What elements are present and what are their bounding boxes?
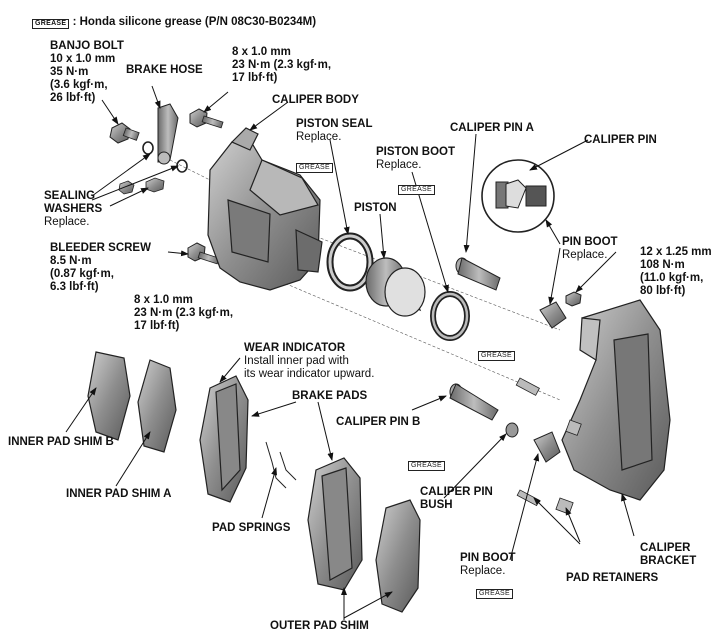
label-banjo-bolt: BANJO BOLT 10 x 1.0 mm 35 N·m (3.6 kgf·m…	[50, 40, 124, 105]
piston-seal-title: PISTON SEAL	[296, 118, 373, 130]
piston-boot-note: Replace.	[376, 159, 422, 171]
banjo-bolt-l3: (3.6 kgf·m,	[50, 79, 108, 91]
caliper-pin-a-part	[455, 257, 501, 291]
pin-boot-bottom-title: PIN BOOT	[460, 552, 516, 564]
bracket-bolt-l4: 80 lbf·ft)	[640, 285, 686, 297]
piston	[365, 257, 426, 317]
label-inner-pad-shim-b: INNER PAD SHIM B	[8, 436, 114, 448]
piston-seal	[326, 232, 374, 292]
caliper-pin-bush-l2: BUSH	[420, 499, 453, 511]
label-caliper-pin-b: CALIPER PIN B	[336, 416, 421, 428]
label-pin-boot-bottom: PIN BOOT Replace.	[460, 552, 516, 578]
bracket-bolt-l2: 108 N·m	[640, 259, 685, 271]
sealing-washers-l1: SEALING	[44, 190, 96, 202]
outer-brake-pad	[307, 457, 363, 591]
label-bracket-bolt-spec: 12 x 1.25 mm 108 N·m (11.0 kgf·m, 80 lbf…	[640, 246, 712, 298]
banjo-bolt-l1: 10 x 1.0 mm	[50, 53, 116, 65]
label-sealing-washers: SEALING WASHERS Replace.	[44, 190, 102, 229]
label-pad-retainers: PAD RETAINERS	[566, 572, 659, 584]
banjo-bolt-title: BANJO BOLT	[50, 40, 124, 52]
caliper-bracket-l2: BRACKET	[640, 555, 697, 567]
label-pin-boot-top: PIN BOOT Replace.	[562, 236, 618, 262]
bracket-bolt	[565, 291, 582, 307]
pad-springs-part	[265, 441, 297, 489]
grease-tag-piston-seal: GREASE	[296, 156, 333, 174]
banjo-bolt-l2: 35 N·m	[50, 66, 89, 78]
grease-tag-piston-boot: GREASE	[398, 178, 435, 196]
label-piston-boot: PISTON BOOT Replace.	[376, 146, 455, 172]
grease-tag-pin-b: GREASE	[408, 454, 445, 472]
caliper-bracket	[561, 299, 671, 501]
inner-brake-pad	[199, 375, 249, 503]
pin-boot-upper	[539, 301, 567, 329]
bracket-bolt-l3: (11.0 kgf·m,	[640, 272, 704, 284]
label-pad-springs: PAD SPRINGS	[212, 522, 291, 534]
bleeder-screw-l1: 8.5 N·m	[50, 255, 92, 267]
caliper-bolt-upper	[189, 108, 224, 129]
grease-icon: GREASE	[296, 163, 333, 173]
pin-boot-top-note: Replace.	[562, 249, 608, 261]
label-piston: PISTON	[354, 202, 397, 214]
piston-boot	[430, 291, 470, 341]
label-outer-pad-shim: OUTER PAD SHIM	[270, 620, 369, 632]
banjo-bolt-l4: 26 lbf·ft)	[50, 92, 96, 104]
caliper-pin-bush-l1: CALIPER PIN	[420, 486, 493, 498]
caliper-bracket-l1: CALIPER	[640, 542, 691, 554]
lower-bolt-l1: 8 x 1.0 mm	[134, 294, 193, 306]
lower-bolt-l3: 17 lbf·ft)	[134, 320, 180, 332]
pin-boot-top-title: PIN BOOT	[562, 236, 618, 248]
grease-icon: GREASE	[476, 589, 513, 599]
label-wear-indicator: WEAR INDICATOR Install inner pad with it…	[244, 342, 374, 381]
grease-icon: GREASE	[478, 351, 515, 361]
pin-boot-lower	[533, 431, 561, 463]
caliper-pin-bush-part	[505, 422, 519, 438]
top-bolt-l2: 23 N·m (2.3 kgf·m,	[232, 59, 332, 71]
bleeder-screw-l2: (0.87 kgf·m,	[50, 268, 114, 280]
top-bolt-l3: 17 lbf·ft)	[232, 72, 278, 84]
piston-boot-title: PISTON BOOT	[376, 146, 456, 158]
grease-legend: GREASE : Honda silicone grease (P/N 08C3…	[32, 16, 316, 29]
sealing-washers-note: Replace.	[44, 216, 90, 228]
caliper-pin-detail	[481, 159, 555, 233]
inner-pad-shim-b-part	[87, 351, 131, 441]
piston-seal-note: Replace.	[296, 131, 342, 143]
label-bleeder-screw: BLEEDER SCREW 8.5 N·m (0.87 kgf·m, 6.3 l…	[50, 242, 151, 294]
brake-hose	[157, 103, 179, 165]
label-inner-pad-shim-a: INNER PAD SHIM A	[66, 488, 172, 500]
label-top-bolt-spec: 8 x 1.0 mm 23 N·m (2.3 kgf·m, 17 lbf·ft)	[232, 46, 331, 85]
wear-indicator-l2: its wear indicator upward.	[244, 368, 375, 380]
bracket-bolt-l1: 12 x 1.25 mm	[640, 246, 712, 258]
label-lower-bolt-spec: 8 x 1.0 mm 23 N·m (2.3 kgf·m, 17 lbf·ft)	[134, 294, 233, 333]
inner-pad-shim-a-part	[137, 359, 177, 453]
label-caliper-pin: CALIPER PIN	[584, 134, 657, 146]
bleeder-parts	[118, 177, 165, 195]
caliper-body	[207, 127, 323, 291]
banjo-bolt	[109, 122, 140, 144]
label-piston-seal: PISTON SEAL Replace.	[296, 118, 372, 144]
grease-tag-pin-a: GREASE	[478, 344, 515, 362]
wear-indicator-l1: Install inner pad with	[244, 355, 349, 367]
grease-tag-icon: GREASE	[32, 19, 70, 29]
pin-boot-bottom-note: Replace.	[460, 565, 506, 577]
caliper-pin-b-part	[449, 383, 499, 421]
grease-tag-pin-boot-bottom: GREASE	[476, 582, 513, 600]
top-bolt-l1: 8 x 1.0 mm	[232, 46, 291, 58]
label-caliper-pin-bush: CALIPER PIN BUSH	[420, 486, 493, 512]
grease-legend-text: : Honda silicone grease (P/N 08C30-B0234…	[72, 16, 317, 28]
bleeder-screw-l3: 6.3 lbf·ft)	[50, 281, 99, 293]
sealing-washers-l2: WASHERS	[44, 203, 103, 215]
grease-icon: GREASE	[408, 461, 445, 471]
grease-icon: GREASE	[398, 185, 435, 195]
outer-pad-shim-part	[375, 499, 421, 613]
lower-bolt-l2: 23 N·m (2.3 kgf·m,	[134, 307, 234, 319]
bleeder-screw-title: BLEEDER SCREW	[50, 242, 151, 254]
label-caliper-pin-a: CALIPER PIN A	[450, 122, 534, 134]
wear-indicator-title: WEAR INDICATOR	[244, 342, 346, 354]
label-brake-pads: BRAKE PADS	[292, 390, 368, 402]
label-caliper-bracket: CALIPER BRACKET	[640, 542, 696, 568]
label-brake-hose: BRAKE HOSE	[126, 64, 203, 76]
label-caliper-body: CALIPER BODY	[272, 94, 359, 106]
